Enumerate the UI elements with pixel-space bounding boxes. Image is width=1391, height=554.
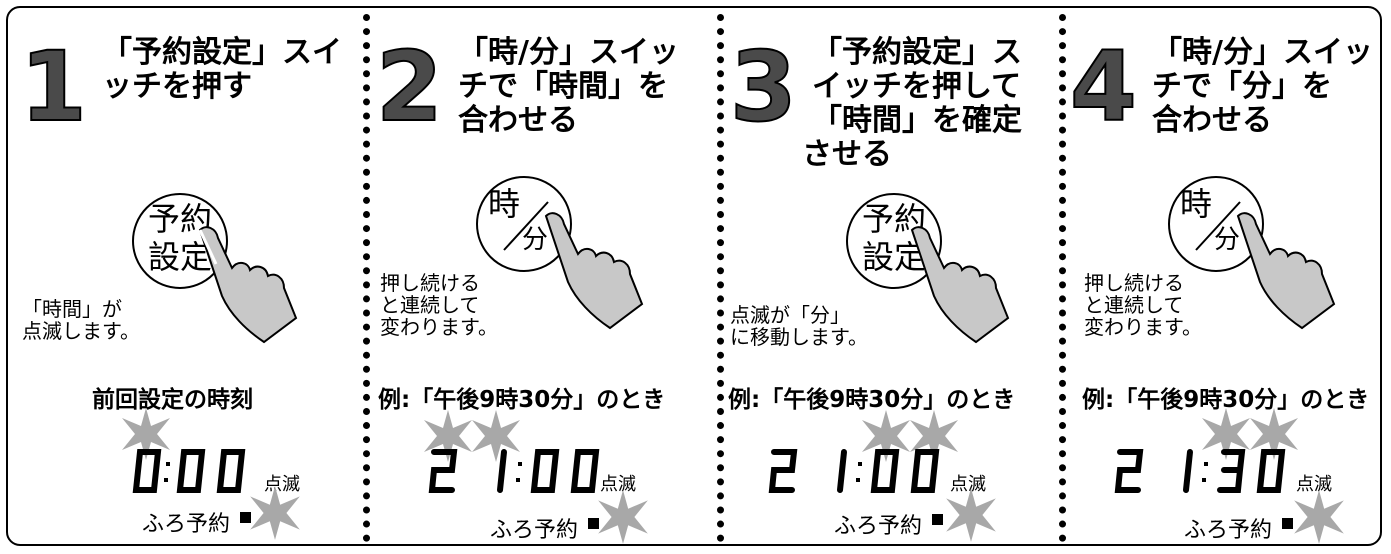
step-title: 「時/分」スイッ チで「時間」を 合わせる <box>458 35 679 138</box>
lcd-clock-display <box>1114 449 1286 493</box>
step-number-4: 4 <box>1069 38 1138 128</box>
bath-reservation-label: ふろ予約 <box>834 514 923 539</box>
dotted-divider <box>1059 14 1066 542</box>
blink-star-icon <box>250 486 300 540</box>
display-caption: 例:「午後9時30分」のとき <box>1082 387 1370 413</box>
step-title: 「予約設定」スイ ッチを押す <box>102 35 342 104</box>
indicator-lamp <box>932 514 943 525</box>
blink-star-icon <box>862 410 910 462</box>
step-number-3: 3 <box>729 38 798 128</box>
indicator-lamp <box>240 512 251 523</box>
blink-star-icon <box>1250 408 1298 460</box>
lcd-clock-display <box>132 449 246 493</box>
svg-text:3: 3 <box>730 38 797 128</box>
step-note: 押し続ける と連続して 変わります。 <box>1084 271 1202 339</box>
blink-label: 点滅 <box>1296 474 1332 495</box>
pointing-hand-icon <box>910 226 1010 344</box>
blink-star-icon <box>424 410 472 462</box>
step-number-1: 1 <box>19 38 88 128</box>
step-title: 「予約設定」ス イッチを押して 「時間」を確定 させる <box>802 35 1022 172</box>
lcd-clock-display <box>768 449 940 493</box>
svg-text:4: 4 <box>1070 38 1137 128</box>
step-panel-2: 2 「時/分」スイッ チで「時間」を 合わせる 時 分 押し続ける と連続して … <box>372 8 712 548</box>
pointing-hand-icon <box>544 212 644 330</box>
display-caption: 前回設定の時刻 <box>92 387 253 413</box>
step-panel-1: 1 「予約設定」スイ ッチを押す 予約 設定 「時間」が 点滅します。 前回設定… <box>14 8 359 548</box>
step-note: 押し続ける と連続して 変わります。 <box>380 271 498 339</box>
step-panel-3: 3 「予約設定」ス イッチを押して 「時間」を確定 させる 予約 設定 点滅が「… <box>726 8 1056 548</box>
step-note: 点滅が「分」 に移動します。 <box>730 303 868 349</box>
blink-star-icon <box>1202 408 1250 460</box>
blink-star-icon <box>910 410 958 462</box>
blink-star-icon <box>122 408 170 460</box>
bath-reservation-label: ふろ予約 <box>142 512 231 537</box>
dotted-divider <box>363 14 370 542</box>
display-caption: 例:「午後9時30分」のとき <box>378 387 666 413</box>
step-number-2: 2 <box>375 38 444 128</box>
blink-label: 点滅 <box>950 474 986 495</box>
step-title: 「時/分」スイッ チで「分」を 合わせる <box>1152 35 1373 138</box>
lcd-clock-display <box>428 449 600 493</box>
blink-label: 点滅 <box>264 474 300 495</box>
bath-reservation-label: ふろ予約 <box>490 518 579 543</box>
step-panel-4: 4 「時/分」スイッ チで「分」を 合わせる 時 分 押し続ける と連続して 変… <box>1068 8 1384 548</box>
pointing-hand-icon <box>1236 212 1336 330</box>
indicator-lamp <box>1282 518 1293 529</box>
indicator-lamp <box>588 518 599 529</box>
blink-star-icon <box>1294 490 1344 544</box>
blink-star-icon <box>946 488 996 542</box>
blink-star-icon <box>472 410 520 462</box>
svg-text:2: 2 <box>376 38 443 128</box>
svg-text:1: 1 <box>20 38 87 128</box>
step-note: 「時間」が 点滅します。 <box>22 297 140 343</box>
display-caption: 例:「午後9時30分」のとき <box>728 387 1016 413</box>
instruction-frame <box>6 6 1382 546</box>
blink-label: 点滅 <box>600 474 636 495</box>
dotted-divider <box>717 14 724 542</box>
bath-reservation-label: ふろ予約 <box>1184 518 1273 543</box>
blink-star-icon <box>598 490 648 544</box>
pointing-hand-icon <box>198 226 298 344</box>
